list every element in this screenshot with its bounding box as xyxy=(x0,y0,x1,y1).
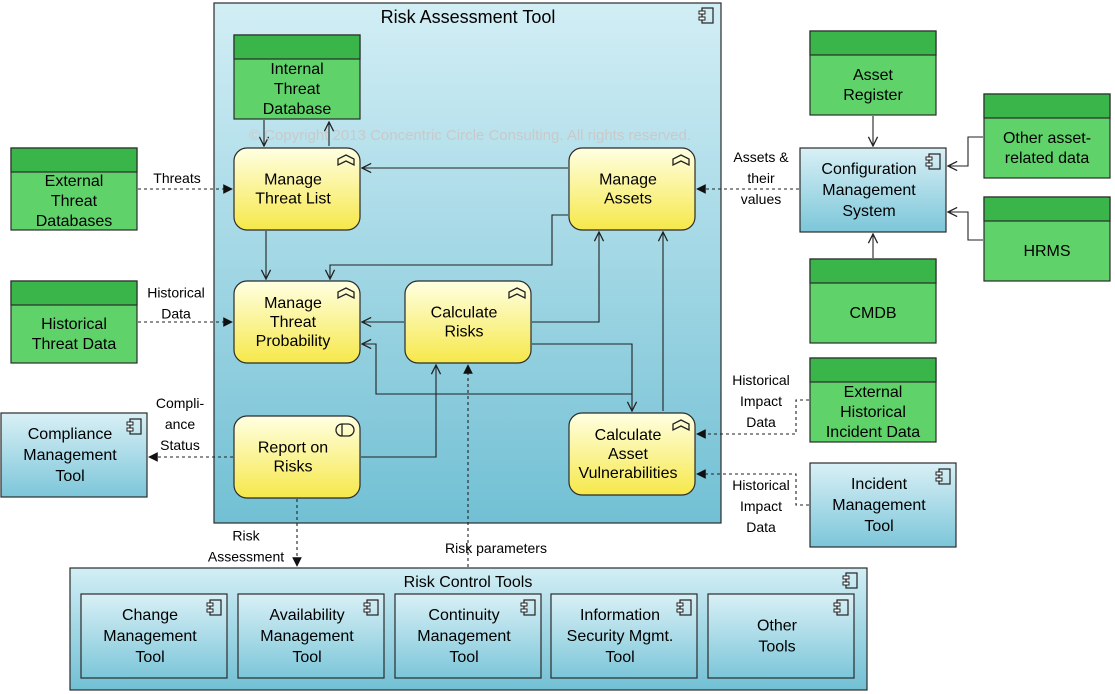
assets-to-probability xyxy=(330,214,568,279)
component-icon xyxy=(698,7,714,24)
data-object-other-asset-data: Other asset-related data xyxy=(983,93,1111,179)
component-icon xyxy=(833,599,849,616)
component-icon xyxy=(206,599,222,616)
component-icon xyxy=(842,572,858,589)
data-object-label: CMDB xyxy=(849,305,896,322)
report-to-risks xyxy=(361,365,436,458)
hrms-to-cms xyxy=(948,212,983,241)
process-icon xyxy=(672,154,690,167)
process-icon xyxy=(672,419,690,432)
data-object-label: HRMS xyxy=(1023,243,1070,260)
service-icon xyxy=(335,423,355,437)
edge-label-risk-parameters: Risk parameters xyxy=(445,540,547,556)
component-icon xyxy=(935,468,951,485)
other-data-to-cms xyxy=(948,136,983,166)
data-object-hrms: HRMS xyxy=(983,196,1111,282)
risk-assessment-tool-title: Risk Assessment Tool xyxy=(381,7,556,27)
historical-impact-flow-2 xyxy=(697,474,809,506)
risks-to-assets xyxy=(532,232,599,323)
risk-control-tools-title: Risk Control Tools xyxy=(404,574,533,591)
process-icon xyxy=(508,287,526,300)
process-icon xyxy=(337,287,355,300)
risks-to-vulnerabilities xyxy=(532,343,632,411)
diagram-connections xyxy=(138,116,983,567)
process-icon xyxy=(337,154,355,167)
component-icon xyxy=(363,599,379,616)
historical-impact-flow-1 xyxy=(697,399,809,434)
data-object-label: Other asset-related data xyxy=(1003,130,1091,167)
component-icon xyxy=(520,599,536,616)
copyright-watermark: © Copyright 2013 Concentric Circle Consu… xyxy=(249,127,691,144)
component-icon xyxy=(126,418,142,435)
data-object-cmdb: CMDB xyxy=(809,258,937,344)
edge-label-threats: Threats xyxy=(153,170,200,186)
vulnerabilities-to-probability xyxy=(362,344,632,395)
component-icon xyxy=(676,599,692,616)
component-icon xyxy=(925,153,941,170)
